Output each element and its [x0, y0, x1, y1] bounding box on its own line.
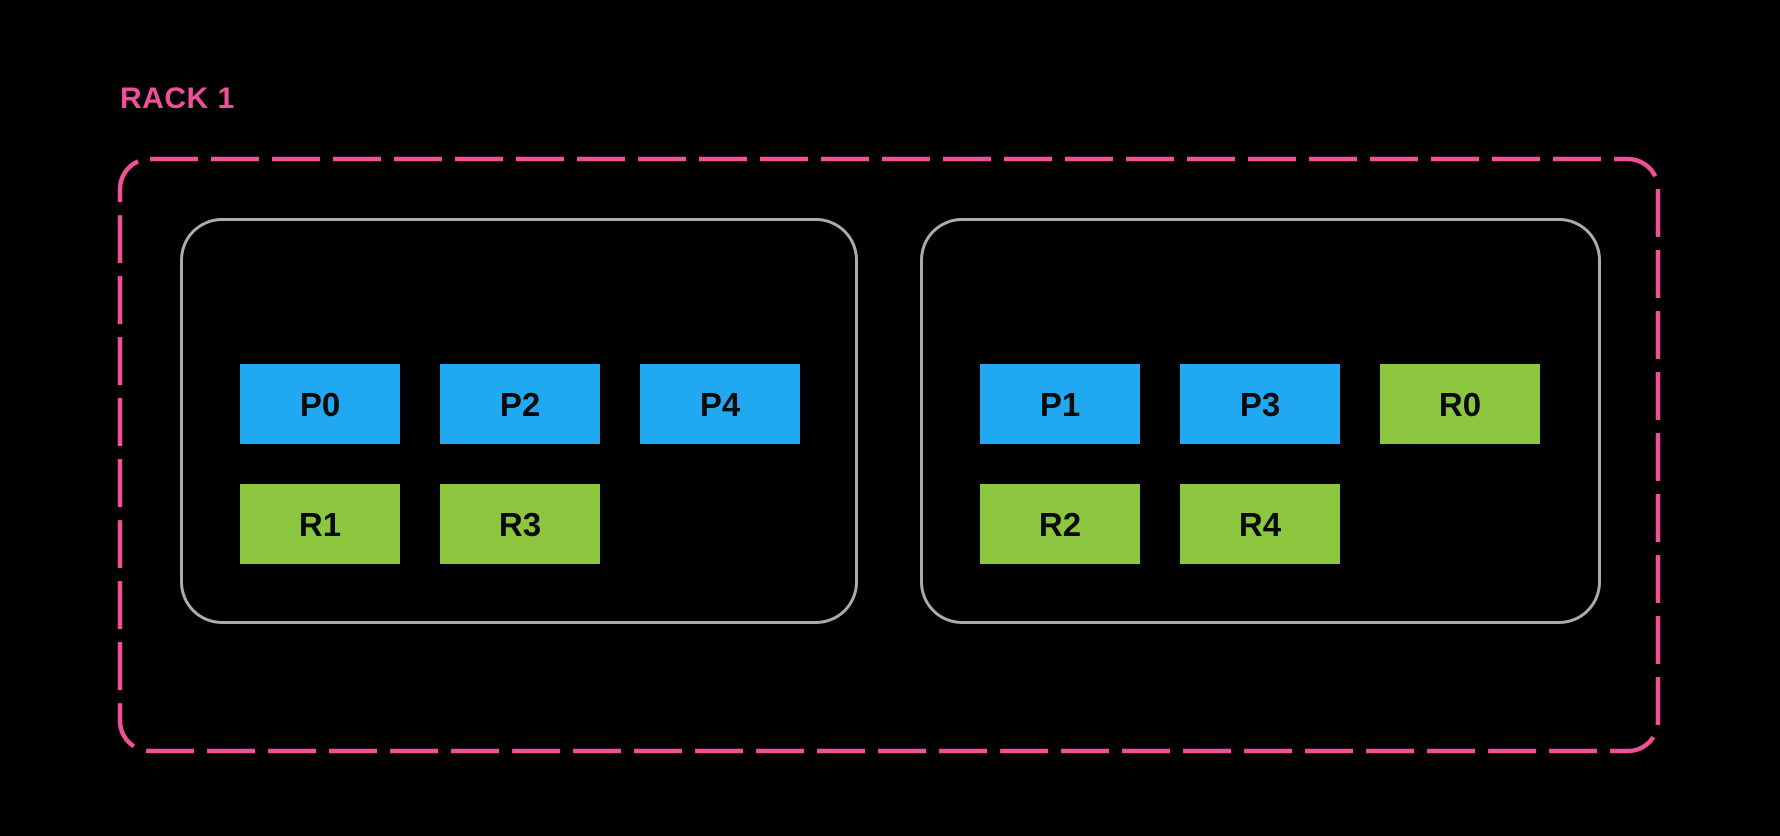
replica-slot-r1: R1	[240, 484, 400, 564]
slot-label: R3	[498, 505, 542, 543]
slot-label: R1	[298, 505, 342, 543]
partition-slot-p3: P3	[1180, 364, 1340, 444]
node-2	[920, 218, 1601, 624]
slot-label: P1	[1039, 385, 1081, 423]
partition-slot-p4: P4	[640, 364, 800, 444]
replica-slot-r3: R3	[440, 484, 600, 564]
slot-label: P4	[699, 385, 741, 423]
node-1	[180, 218, 858, 624]
partition-slot-p1: P1	[980, 364, 1140, 444]
slot-label: R2	[1038, 505, 1082, 543]
slot-label: P2	[499, 385, 541, 423]
replica-slot-r0: R0	[1380, 364, 1540, 444]
slot-label: R4	[1238, 505, 1282, 543]
partition-slot-p2: P2	[440, 364, 600, 444]
partition-slot-p0: P0	[240, 364, 400, 444]
rack-title: RACK 1	[120, 82, 235, 115]
replica-slot-r4: R4	[1180, 484, 1340, 564]
slot-label: P3	[1239, 385, 1281, 423]
slot-label: P0	[299, 385, 341, 423]
replica-slot-r2: R2	[980, 484, 1140, 564]
slot-label: R0	[1438, 385, 1482, 423]
